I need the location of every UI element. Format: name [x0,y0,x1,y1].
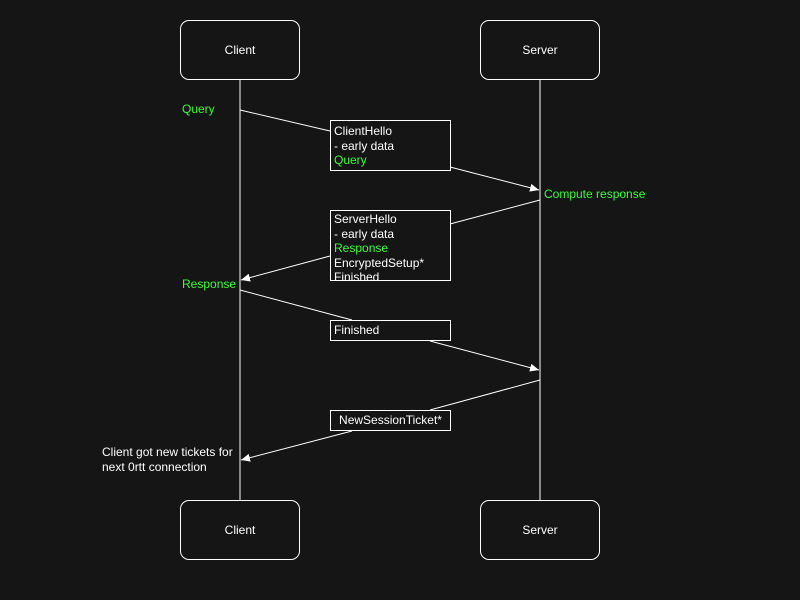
client-actor-bottom-label: Client [224,523,256,537]
client-hello-line3: Query [334,153,367,167]
server-hello-arrow-end [240,255,331,282]
server-actor-bottom-label: Server [522,523,558,537]
server-hello-arrow-start [449,199,541,225]
client-hello-line2: - early data [334,138,395,153]
server-hello-line3: Response [334,241,389,255]
server-actor-top: Server [480,20,600,80]
finished-arrow-start [239,289,353,321]
query-note: Query [182,102,215,116]
response-note: Response [182,277,237,291]
client-tickets-note: Client got new tickets for next 0rtt con… [102,445,233,475]
client-hello-line1: ClientHello [334,124,393,138]
new-session-ticket-line1: NewSessionTicket* [339,413,442,427]
compute-response-note: Compute response [544,187,646,201]
server-actor-top-label: Server [522,43,558,57]
client-tickets-note-line2: next 0rtt connection [102,460,207,474]
client-hello-arrow-end [449,166,540,192]
client-hello-message: ClientHello - early data Query [330,120,451,171]
finished-message: Finished [330,320,451,341]
server-hello-line5: Finished [334,270,380,284]
ticket-arrow-end [240,430,353,462]
finished-arrow-end [429,340,540,372]
server-hello-line1: ServerHello [334,212,397,226]
server-hello-line4: EncryptedSetup* [334,255,425,270]
finished-line1: Finished [334,323,380,337]
client-hello-arrow-start [239,109,331,132]
new-session-ticket-message: NewSessionTicket* [330,410,451,431]
server-hello-message: ServerHello - early data Response Encryp… [330,210,451,284]
client-actor-top: Client [180,20,300,80]
server-hello-line2: - early data [334,226,395,241]
client-actor-bottom: Client [180,500,300,560]
client-tickets-note-line1: Client got new tickets for [102,445,233,459]
client-actor-top-label: Client [224,43,256,57]
server-actor-bottom: Server [480,500,600,560]
ticket-arrow-start [429,379,541,411]
